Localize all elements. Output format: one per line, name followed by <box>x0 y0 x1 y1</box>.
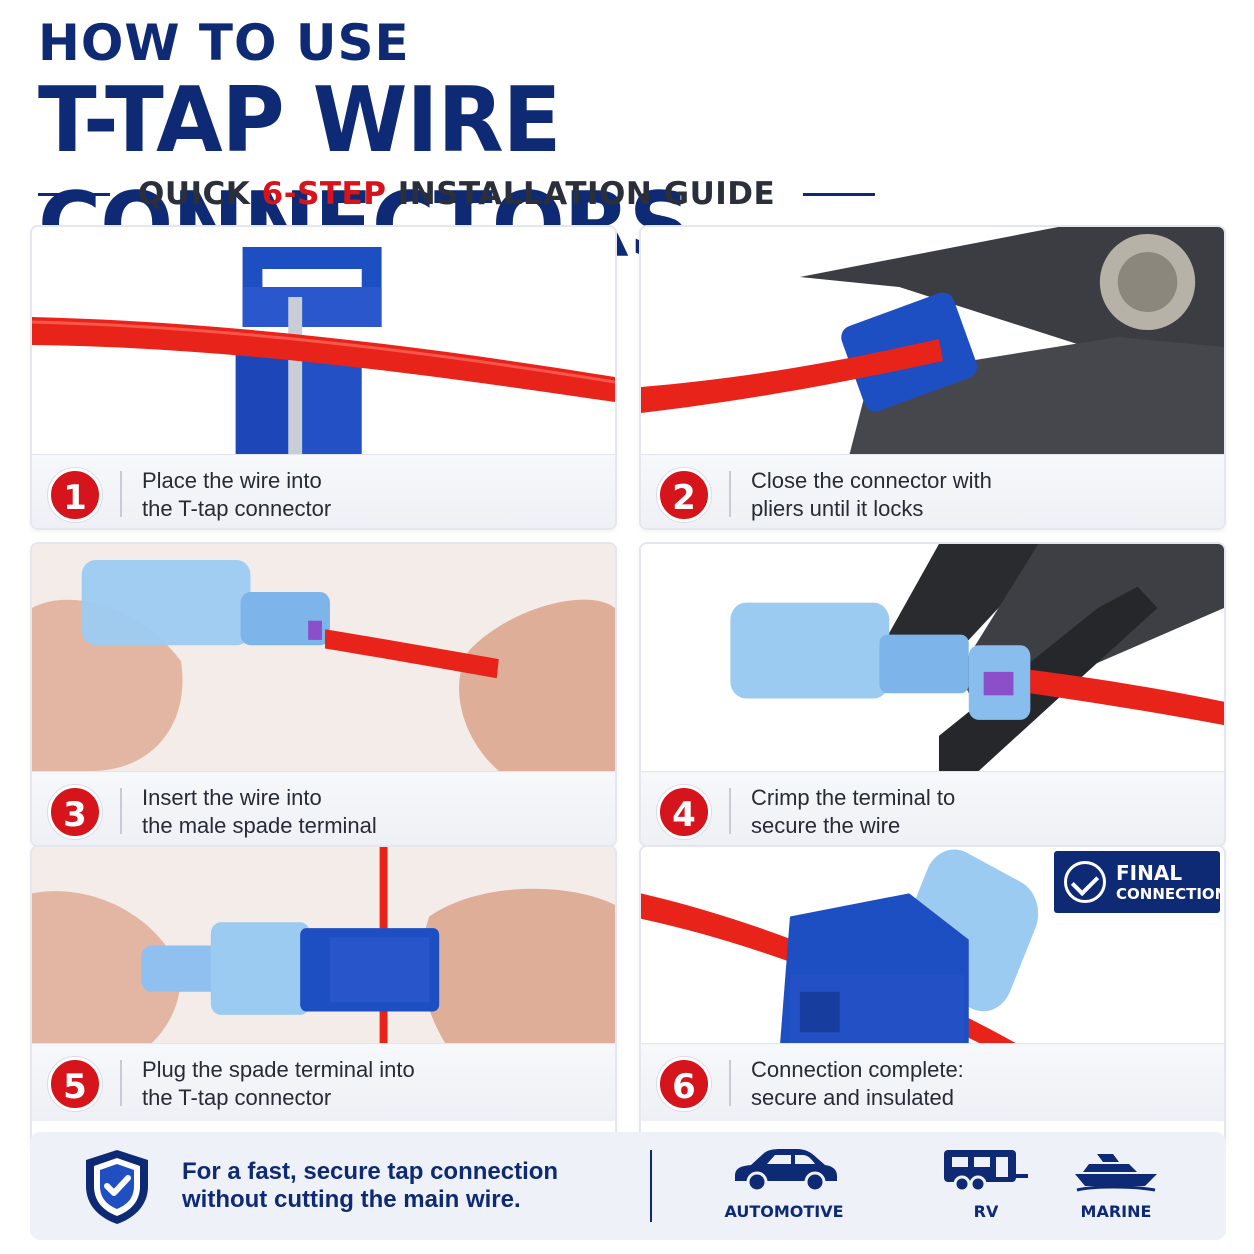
step-4-photo <box>641 544 1224 771</box>
rv-icon <box>944 1150 1028 1192</box>
step-1-line1: Place the wire into <box>142 468 322 493</box>
step-2-divider <box>729 471 731 517</box>
subtitle-rule-left <box>38 192 110 196</box>
step-6-photo <box>641 847 1224 1074</box>
step-2-text: Close the connector with pliers until it… <box>751 467 1211 523</box>
step-5-line1: Plug the spade terminal into <box>142 1057 415 1082</box>
use-automotive: AUTOMOTIVE <box>714 1146 854 1221</box>
subtitle-pre: QUICK <box>138 176 251 212</box>
footer-line2: without cutting the main wire. <box>182 1186 521 1213</box>
subtitle-post: INSTALLATION GUIDE <box>397 176 776 212</box>
step-3-photo <box>32 544 615 771</box>
final-connection-badge: FINAL CONNECTION <box>1054 851 1224 913</box>
step-6-caption: 6 Connection complete: secure and insula… <box>641 1043 1224 1121</box>
step-4-line2: secure the wire <box>751 813 901 838</box>
step-3-line1: Insert the wire into <box>142 785 322 810</box>
step-6-line2: secure and insulated <box>751 1085 955 1110</box>
step-1-line2: the T-tap connector <box>142 496 332 521</box>
step-card-6: FINAL CONNECTION 6 Connection complete: … <box>639 845 1226 1150</box>
step-6-line1: Connection complete: <box>751 1057 964 1082</box>
step-card-4: 4 Crimp the terminal to secure the wire <box>639 542 1226 847</box>
use-marine-label: MARINE <box>1080 1202 1152 1221</box>
use-rv: RV <box>916 1146 1056 1221</box>
step-1-caption: 1 Place the wire into the T-tap connecto… <box>32 454 615 528</box>
step-6-number: 6 <box>657 1057 711 1111</box>
step-1-number: 1 <box>48 468 102 522</box>
footer-tagline: For a fast, secure tap connection withou… <box>182 1158 558 1214</box>
step-2-number: 2 <box>657 468 711 522</box>
step-5-photo <box>32 847 615 1074</box>
step-2-caption: 2 Close the connector with pliers until … <box>641 454 1224 528</box>
step-4-number: 4 <box>657 785 711 839</box>
step-6-text: Connection complete: secure and insulate… <box>751 1056 1211 1112</box>
boat-icon <box>1075 1154 1157 1192</box>
shield-check-icon <box>86 1150 148 1224</box>
footer-line1: For a fast, secure tap connection <box>182 1158 559 1185</box>
step-5-caption: 5 Plug the spade terminal into the T-tap… <box>32 1043 615 1121</box>
step-5-line2: the T-tap connector <box>142 1085 332 1110</box>
step-4-text: Crimp the terminal to secure the wire <box>751 784 1211 840</box>
subtitle: QUICK 6-STEP INSTALLATION GUIDE <box>138 176 775 212</box>
title-line-small: HOW TO USE <box>38 14 410 72</box>
step-card-2: 2 Close the connector with pliers until … <box>639 225 1226 530</box>
step-2-line2: pliers until it locks <box>751 496 924 521</box>
footer-divider <box>650 1150 652 1222</box>
subtitle-accent: 6-STEP <box>261 176 387 212</box>
check-circle-icon <box>1064 861 1106 903</box>
step-1-text: Place the wire into the T-tap connector <box>142 467 602 523</box>
subtitle-row: QUICK 6-STEP INSTALLATION GUIDE <box>38 172 878 216</box>
use-marine: MARINE <box>1046 1146 1186 1221</box>
step-5-divider <box>120 1060 122 1106</box>
step-3-text: Insert the wire into the male spade term… <box>142 784 602 840</box>
step-1-divider <box>120 471 122 517</box>
use-automotive-label: AUTOMOTIVE <box>724 1202 844 1221</box>
step-4-caption: 4 Crimp the terminal to secure the wire <box>641 771 1224 845</box>
step-2-photo <box>641 227 1224 454</box>
final-badge-line1: FINAL <box>1116 861 1183 885</box>
footer-banner: For a fast, secure tap connection withou… <box>30 1132 1226 1240</box>
step-5-number: 5 <box>48 1057 102 1111</box>
step-card-3: 3 Insert the wire into the male spade te… <box>30 542 617 847</box>
step-card-1: 1 Place the wire into the T-tap connecto… <box>30 225 617 530</box>
step-6-divider <box>729 1060 731 1106</box>
step-card-5: 5 Plug the spade terminal into the T-tap… <box>30 845 617 1150</box>
car-icon <box>735 1149 837 1192</box>
step-2-line1: Close the connector with <box>751 468 992 493</box>
step-3-number: 3 <box>48 785 102 839</box>
step-4-line1: Crimp the terminal to <box>751 785 956 810</box>
step-3-divider <box>120 788 122 834</box>
step-1-photo <box>32 227 615 454</box>
use-rv-label: RV <box>973 1202 999 1221</box>
subtitle-rule-right <box>803 192 876 196</box>
step-5-text: Plug the spade terminal into the T-tap c… <box>142 1056 602 1112</box>
final-badge-line2: CONNECTION <box>1116 885 1226 903</box>
step-3-caption: 3 Insert the wire into the male spade te… <box>32 771 615 845</box>
step-4-divider <box>729 788 731 834</box>
step-3-line2: the male spade terminal <box>142 813 377 838</box>
